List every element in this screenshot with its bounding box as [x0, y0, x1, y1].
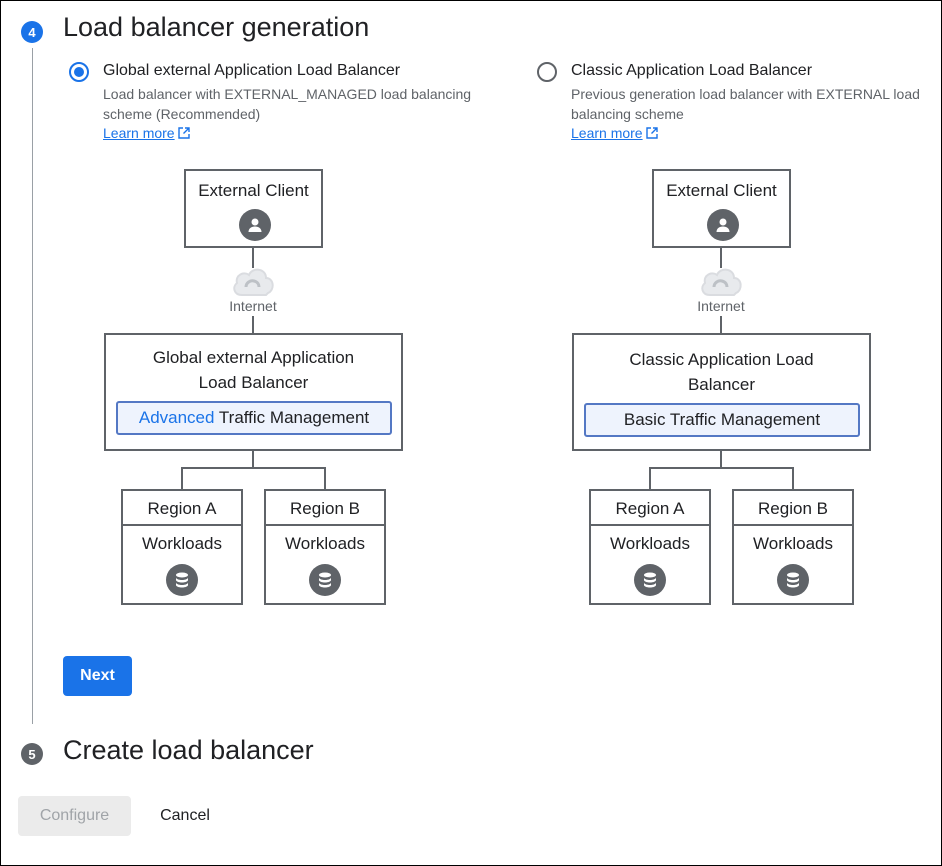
- external-client-box: External Client: [652, 169, 791, 248]
- step-4-number: 4: [21, 21, 43, 43]
- traffic-management-badge: Basic Traffic Management: [584, 403, 860, 437]
- diagram-classic: External Client Internet Classic Applica…: [571, 168, 871, 608]
- connector-line: [792, 467, 794, 489]
- option-classic-description: Previous generation load balancer with E…: [571, 86, 920, 122]
- step-5-title[interactable]: Create load balancer: [63, 735, 314, 765]
- connector-line: [181, 467, 183, 489]
- connector-line: [720, 316, 722, 333]
- lb-title-line2: Balancer: [687, 375, 756, 394]
- step-connector-line: [32, 48, 33, 724]
- region-b-box: Region B Workloads: [264, 489, 386, 605]
- external-client-label: External Client: [198, 181, 309, 200]
- external-client-label: External Client: [666, 181, 777, 200]
- configure-button[interactable]: Configure: [18, 796, 131, 836]
- region-b-label: Region B: [758, 499, 828, 518]
- person-icon: [707, 209, 739, 241]
- step-4-title: Load balancer generation: [63, 12, 370, 42]
- next-button[interactable]: Next: [63, 656, 132, 696]
- region-a-box: Region A Workloads: [121, 489, 243, 605]
- workloads-label: Workloads: [753, 534, 833, 553]
- region-divider: [734, 524, 852, 526]
- region-divider: [591, 524, 709, 526]
- step-5-number: 5: [21, 743, 43, 765]
- workloads-label: Workloads: [285, 534, 365, 553]
- connector-line: [649, 467, 651, 489]
- region-divider: [123, 524, 241, 526]
- radio-global-external-alb[interactable]: [69, 62, 89, 82]
- connector-line: [252, 451, 254, 469]
- external-link-icon: [645, 127, 658, 139]
- connector-line: [252, 248, 254, 268]
- learn-more-global-label: Learn more: [103, 125, 175, 141]
- traffic-advanced-text: Advanced: [138, 408, 215, 427]
- workloads-label: Workloads: [142, 534, 222, 553]
- option-global-description: Load balancer with EXTERNAL_MANAGED load…: [103, 86, 472, 122]
- radio-classic-alb[interactable]: [537, 62, 557, 82]
- database-icon: [634, 564, 666, 596]
- region-divider: [266, 524, 384, 526]
- internet-label: Internet: [229, 298, 277, 314]
- lb-title-line1: Classic Application Load: [629, 350, 814, 369]
- traffic-management-badge: Advanced Traffic Management: [116, 401, 392, 435]
- cancel-button[interactable]: Cancel: [142, 796, 228, 836]
- connector-line: [720, 451, 722, 469]
- external-link-icon: [177, 127, 190, 139]
- region-a-label: Region A: [147, 499, 217, 518]
- connector-line: [181, 467, 326, 469]
- lb-title-line1: Global external Application: [152, 348, 355, 367]
- region-b-box: Region B Workloads: [732, 489, 854, 605]
- workloads-label: Workloads: [610, 534, 690, 553]
- region-b-label: Region B: [290, 499, 360, 518]
- connector-line: [252, 316, 254, 333]
- learn-more-classic-link[interactable]: Learn more: [571, 125, 658, 141]
- external-client-box: External Client: [184, 169, 323, 248]
- database-icon: [309, 564, 341, 596]
- region-a-label: Region A: [615, 499, 685, 518]
- database-icon: [777, 564, 809, 596]
- internet-label: Internet: [697, 298, 745, 314]
- connector-line: [649, 467, 794, 469]
- database-icon: [166, 564, 198, 596]
- option-classic-title[interactable]: Classic Application Load Balancer: [571, 62, 813, 79]
- option-global-title[interactable]: Global external Application Load Balance…: [103, 62, 401, 79]
- learn-more-classic-label: Learn more: [571, 125, 643, 141]
- load-balancer-box: Classic Application Load Balancer Basic …: [572, 333, 871, 451]
- cloud-icon: [233, 268, 274, 296]
- region-a-box: Region A Workloads: [589, 489, 711, 605]
- learn-more-global-link[interactable]: Learn more: [103, 125, 190, 141]
- person-icon: [239, 209, 271, 241]
- connector-line: [324, 467, 326, 489]
- connector-line: [720, 248, 722, 268]
- traffic-rest-text: Traffic Management: [214, 408, 370, 427]
- cloud-icon: [701, 268, 742, 296]
- diagram-global: External Client Internet Global external…: [103, 168, 403, 608]
- lb-title-line2: Load Balancer: [198, 373, 309, 392]
- load-balancer-box: Global external Application Load Balance…: [104, 333, 403, 451]
